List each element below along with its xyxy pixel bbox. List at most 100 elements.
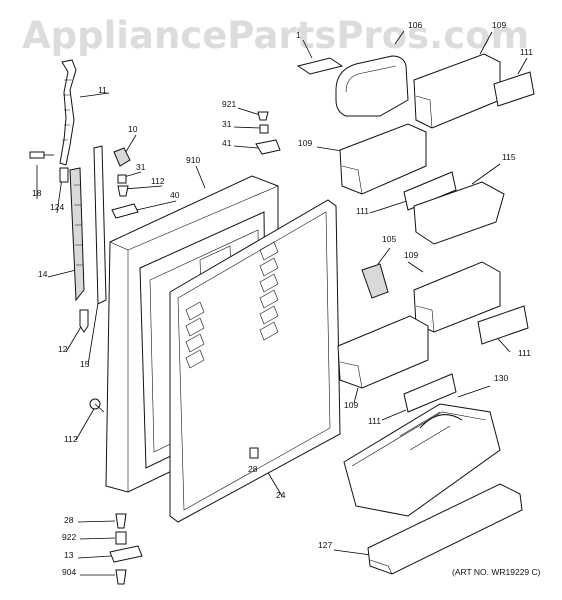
callout-111a: 111: [520, 47, 533, 57]
part-111-cover-lower: [477, 305, 529, 345]
leader-line: [233, 145, 259, 149]
callout-28a: 28: [248, 464, 258, 474]
callout-109b: 109: [298, 138, 312, 148]
callout-28b: 28: [64, 515, 74, 525]
part-112-screw-left: [89, 398, 105, 413]
callout-13: 13: [64, 550, 74, 560]
part-28-bolt-center: [249, 447, 259, 459]
callout-14: 14: [38, 269, 48, 279]
leader-lines: [36, 30, 528, 576]
callout-40: 40: [170, 190, 180, 200]
callout-41: 41: [222, 138, 232, 148]
callout-109a: 109: [492, 20, 506, 30]
part-109-bin-bottom: [337, 315, 429, 389]
part-106-dairy-door: [335, 55, 409, 117]
callout-127: 127: [318, 540, 332, 550]
part-112-screw-top: [117, 185, 129, 197]
callout-115: 115: [502, 152, 516, 162]
leader-line: [47, 269, 77, 278]
part-922-bushing: [115, 531, 127, 545]
part-124-bracket: [59, 167, 69, 183]
callout-130: 130: [494, 373, 508, 383]
part-1-tray: [296, 57, 344, 75]
callout-12: 12: [58, 344, 68, 354]
leader-line: [377, 247, 391, 265]
callout-904: 904: [62, 567, 76, 577]
part-109-bin-top: [413, 53, 501, 129]
callout-1: 1: [296, 30, 301, 40]
leader-line: [79, 92, 110, 98]
leader-line: [479, 31, 493, 55]
leader-line: [237, 107, 261, 116]
callout-111b: 111: [356, 206, 369, 216]
leader-line: [369, 199, 411, 214]
part-109-bin-mid: [339, 123, 427, 195]
leader-line: [124, 185, 163, 190]
part-41-hinge-cover: [255, 139, 281, 155]
part-127-bin-bottom: [367, 483, 523, 575]
part-111-cover-mid: [403, 171, 457, 211]
callout-112a: 112: [151, 176, 165, 186]
part-10-cap: [113, 147, 131, 167]
callout-105: 105: [382, 234, 396, 244]
callout-31a: 31: [136, 162, 146, 172]
part-40-hinge: [111, 203, 139, 219]
callout-18: 18: [32, 188, 42, 198]
part-111-cover-top: [493, 71, 535, 107]
callout-921: 921: [222, 99, 236, 109]
callout-109d: 109: [344, 400, 358, 410]
part-115-bin: [413, 181, 505, 245]
callout-112b: 112: [64, 434, 78, 444]
leader-line: [394, 30, 405, 45]
callout-106: 106: [408, 20, 422, 30]
callout-910: 910: [186, 155, 200, 165]
leader-line: [77, 555, 112, 559]
watermark: AppliancePartsPros.com: [22, 14, 529, 57]
leader-line: [87, 302, 99, 366]
part-130-gallon-bin: [343, 403, 501, 517]
leader-line: [65, 324, 83, 353]
leader-line: [381, 409, 407, 421]
part-111-cover-bottom: [403, 373, 457, 413]
callout-24: 24: [276, 490, 286, 500]
leader-line: [471, 163, 501, 185]
part-31-plug-top: [259, 124, 269, 134]
art-number: (ART NO. WR19229 C): [452, 567, 541, 577]
part-31-plug-left: [117, 174, 127, 184]
leader-line: [302, 39, 313, 59]
part-14-hinge-bar: [69, 167, 85, 302]
callout-111d: 111: [368, 416, 381, 426]
part-28-bolt-bottom: [115, 513, 127, 529]
callout-31b: 31: [222, 119, 232, 129]
leader-line: [79, 537, 116, 540]
leader-line: [56, 177, 63, 214]
part-12-pin: [79, 309, 89, 333]
callout-111c: 111: [518, 348, 531, 358]
leader-line: [233, 126, 261, 129]
part-921-cap: [257, 111, 269, 121]
leader-line: [517, 57, 528, 75]
part-24-door-gasket: [169, 199, 341, 523]
callout-10: 10: [128, 124, 138, 134]
leader-line: [195, 165, 206, 189]
part-105-clip: [361, 263, 389, 299]
callout-109c: 109: [404, 250, 418, 260]
callout-15: 15: [80, 359, 90, 369]
leader-line: [75, 406, 96, 441]
leader-line: [457, 385, 491, 398]
part-904-screw: [115, 569, 127, 585]
leader-line: [407, 261, 424, 273]
callout-124: 124: [50, 202, 64, 212]
leader-line: [353, 387, 359, 404]
part-13-hinge-bottom: [109, 545, 143, 563]
part-18-screw: [29, 151, 54, 159]
part-15-trim-strip: [93, 145, 107, 305]
leader-line: [123, 171, 142, 178]
part-11-hinge-strip: [59, 59, 77, 166]
callout-labels: 11 10 18 124 31 112 40 910 921 31 41 14 12 15 112 28 24 2…: [32, 20, 533, 577]
leader-line: [333, 549, 372, 556]
callout-922: 922: [62, 532, 76, 542]
callout-11a: 11: [98, 85, 107, 95]
leader-line: [77, 520, 116, 523]
